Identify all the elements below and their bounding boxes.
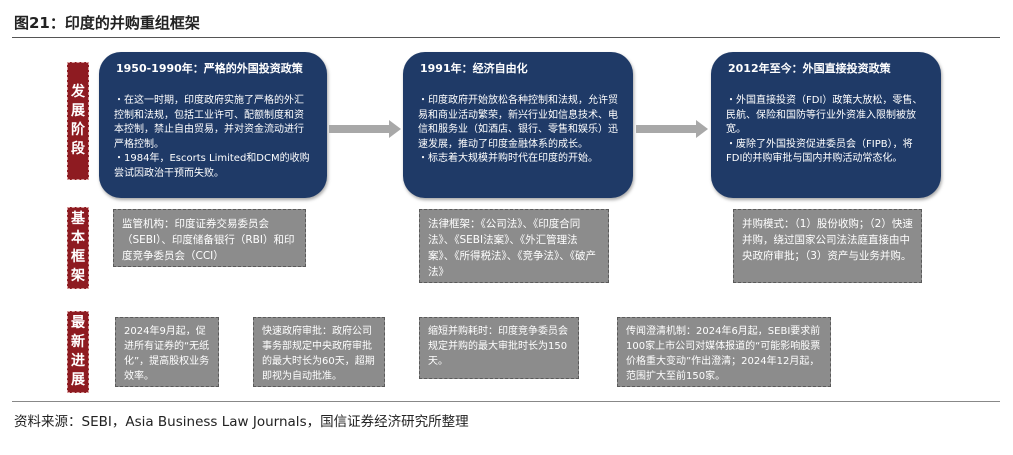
figure-title: 图21：印度的并购重组框架 bbox=[14, 14, 200, 32]
framework-regulators: 监管机构：印度证券交易委员会（SEBI）、印度储备银行（RBI）和印度竞争委员会… bbox=[113, 209, 306, 267]
framework-laws: 法律框架：《公司法》、《印度合同法》、《SEBI法案》、《外汇管理法案》、《所得… bbox=[419, 209, 609, 283]
row-label-char: 新 bbox=[71, 334, 85, 350]
framework-modes: 并购模式：（1）股份收购；（2）快速并购，绕过国家公司法法庭直接由中央政府审批；… bbox=[733, 209, 922, 283]
row-label-framework: 基 本 框 架 bbox=[67, 207, 89, 289]
framework-text: 法律框架：《公司法》、《印度合同法》、《SEBI法案》、《外汇管理法案》、《所得… bbox=[428, 218, 596, 278]
progress-rumor-clarification: 传闻澄清机制：2024年6月起，SEBI要求前100家上市公司对媒体报道的“可能… bbox=[617, 317, 831, 387]
bottom-rule bbox=[12, 401, 1000, 402]
arrow-right-icon bbox=[329, 120, 401, 138]
row-label-char: 展 bbox=[71, 103, 85, 119]
stage-1991: 1991年：经济自由化 ・印度政府开始放松各种控制和法规，允许贸易和商业活动繁荣… bbox=[403, 52, 633, 198]
source-note: 资料来源：SEBI，Asia Business Law Journals，国信证… bbox=[14, 414, 469, 430]
row-label-char: 段 bbox=[71, 141, 85, 157]
row-label-char: 阶 bbox=[71, 122, 85, 138]
progress-fast-approval: 快速政府审批：政府公司事务部规定中央政府审批的最大时长为60天，超期即视为自动批… bbox=[253, 317, 385, 387]
row-label-char: 基 bbox=[71, 211, 85, 227]
stage-text: ・在这一时期，印度政府实施了严格的外汇控制和法规，包括工业许可、配额制度和资本控… bbox=[114, 95, 304, 150]
stage-2012-present: 2012年至今：外国直接投资政策 ・外国直接投资（FDI）政策大放松，零售、民航… bbox=[711, 52, 941, 198]
row-label-char: 本 bbox=[71, 230, 85, 246]
stage-title: 2012年至今：外国直接投资政策 bbox=[728, 62, 891, 75]
row-label-progress: 最 新 进 展 bbox=[67, 311, 89, 393]
top-rule bbox=[12, 37, 1000, 38]
progress-text: 2024年9月起，促进所有证券的“无纸化”，提高股权业务效率。 bbox=[124, 326, 210, 382]
row-label-char: 架 bbox=[71, 268, 85, 284]
row-label-char: 框 bbox=[71, 249, 85, 265]
progress-paperless: 2024年9月起，促进所有证券的“无纸化”，提高股权业务效率。 bbox=[115, 317, 219, 387]
progress-text: 快速政府审批：政府公司事务部规定中央政府审批的最大时长为60天，超期即视为自动批… bbox=[262, 326, 375, 382]
progress-shorter-review: 缩短并购耗时：印度竞争委员会规定并购的最大审批时长为150天。 bbox=[419, 317, 579, 379]
arrow-right-icon bbox=[636, 120, 708, 138]
stage-title: 1950-1990年：严格的外国投资政策 bbox=[116, 62, 303, 75]
row-label-development: 发 展 阶 段 bbox=[67, 62, 89, 180]
row-label-char: 进 bbox=[71, 353, 85, 369]
stage-text: ・印度政府开始放松各种控制和法规，允许贸易和商业活动繁荣，新兴行业如信息技术、电… bbox=[418, 95, 618, 150]
row-label-char: 发 bbox=[71, 84, 85, 100]
framework-text: 并购模式：（1）股份收购；（2）快速并购，绕过国家公司法法庭直接由中央政府审批；… bbox=[742, 218, 913, 262]
stage-text: ・废除了外国投资促进委员会（FIPB），将FDI的并购审批与国内并购活动常态化。 bbox=[726, 138, 913, 165]
stage-title: 1991年：经济自由化 bbox=[420, 62, 528, 75]
progress-text: 缩短并购耗时：印度竞争委员会规定并购的最大审批时长为150天。 bbox=[428, 326, 568, 367]
row-label-char: 展 bbox=[71, 372, 85, 388]
framework-text: 监管机构：印度证券交易委员会（SEBI）、印度储备银行（RBI）和印度竞争委员会… bbox=[122, 218, 295, 262]
stage-text: ・外国直接投资（FDI）政策大放松，零售、民航、保险和国防等行业外资准入限制被放… bbox=[726, 95, 923, 135]
stage-text: ・1984年，Escorts Limited和DCM的收购尝试因政治干预而失败。 bbox=[114, 153, 310, 179]
progress-text: 传闻澄清机制：2024年6月起，SEBI要求前100家上市公司对媒体报道的“可能… bbox=[626, 326, 821, 382]
row-label-char: 最 bbox=[71, 315, 85, 331]
stage-1950-1990: 1950-1990年：严格的外国投资政策 ・在这一时期，印度政府实施了严格的外汇… bbox=[99, 52, 327, 198]
stage-text: ・标志着大规模并购时代在印度的开始。 bbox=[418, 153, 598, 164]
